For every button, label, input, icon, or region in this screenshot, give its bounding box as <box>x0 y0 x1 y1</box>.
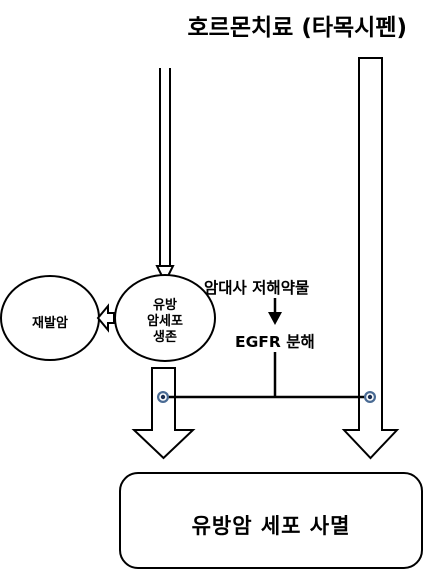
therapy-to-death-arrow <box>341 57 400 460</box>
therapy-to-survival-arrow <box>155 68 175 285</box>
cell-death-label: 유방암 세포 사멸 <box>191 514 351 538</box>
egfr-label: EGFR 분해 <box>235 333 315 351</box>
junction-dot-left <box>157 391 169 403</box>
cell-death-box <box>119 472 423 569</box>
survival-label-line: 생존 <box>153 330 177 345</box>
survival-label-line: 유방 <box>153 298 177 313</box>
survival-label-line: 암세포 <box>147 314 183 329</box>
junction-dot-right <box>364 391 376 403</box>
title: 호르몬치료 (타목시펜) <box>187 15 407 41</box>
survival-to-death-arrow <box>131 367 196 460</box>
relapse-label: 재발암 <box>32 316 68 331</box>
inhibitor-label: 암대사 저해약물 <box>204 279 310 297</box>
inhibitor-to-egfr-arrow <box>268 298 282 325</box>
survival-to-relapse-arrow <box>96 303 115 333</box>
